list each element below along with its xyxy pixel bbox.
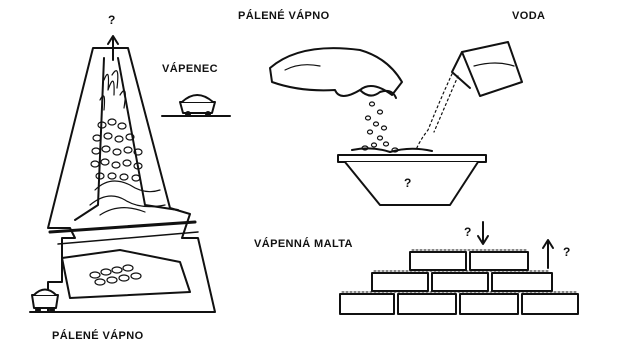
question-mortar-up: ? [563, 245, 571, 259]
label-lime-mortar: VÁPENNÁ MALTA [254, 238, 353, 250]
lime-kiln [47, 35, 216, 313]
label-burnt-lime-top: PÁLENÉ VÁPNO [238, 10, 330, 22]
trough [337, 147, 487, 206]
question-trough: ? [404, 176, 412, 190]
question-kiln-top: ? [108, 13, 116, 27]
label-burnt-lime-bottom: PÁLENÉ VÁPNO [52, 330, 144, 342]
kiln-flames [89, 70, 166, 216]
limestone-cart [161, 94, 231, 117]
falling-lime [361, 101, 399, 153]
lime-sack [269, 47, 403, 99]
water-cup [451, 41, 523, 97]
mortar-arrows [477, 221, 554, 269]
water-stream [415, 73, 459, 151]
brick-wall [339, 251, 579, 315]
kiln-stones [90, 118, 143, 182]
question-mortar-down: ? [464, 225, 472, 239]
lime-cart [29, 288, 63, 313]
kiln-lime-pile [89, 264, 142, 286]
label-water: VODA [512, 10, 546, 22]
label-limestone: VÁPENEC [162, 63, 218, 75]
mortar-fill [341, 249, 577, 293]
